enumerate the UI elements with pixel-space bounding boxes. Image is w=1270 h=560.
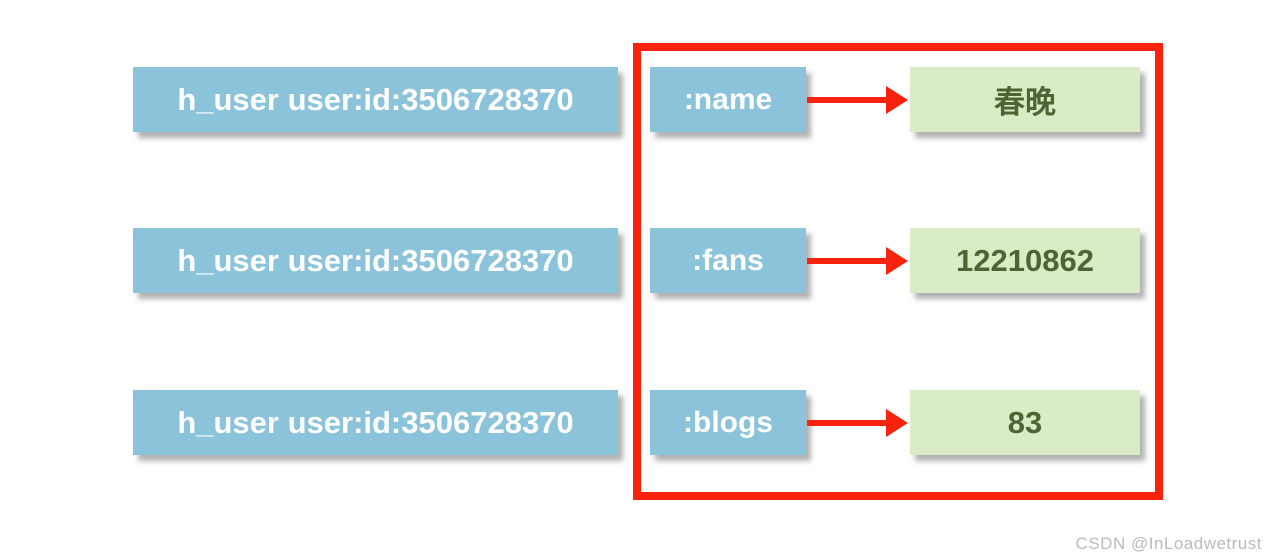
hash-row-fans: h_user user:id:3506728370 :fans 12210862 [0,228,1270,293]
key-label: h_user user:id:3506728370 [177,404,574,440]
field-label: :blogs [683,405,773,439]
key-label: h_user user:id:3506728370 [177,242,574,278]
highlight-frame [633,43,1163,500]
field-box: :name [650,67,806,132]
hash-row-blogs: h_user user:id:3506728370 :blogs 83 [0,390,1270,455]
key-box: h_user user:id:3506728370 [133,228,618,293]
arrow-head [886,85,908,114]
value-label: 12210862 [956,242,1094,278]
arrow-head [886,246,908,275]
value-box: 春晚 [910,67,1140,132]
field-label: :name [683,82,773,116]
key-box: h_user user:id:3506728370 [133,67,618,132]
arrow-right-icon [807,85,908,114]
field-box: :fans [650,228,806,293]
arrow-shaft [807,419,889,426]
hash-row-name: h_user user:id:3506728370 :name 春晚 [0,67,1270,132]
value-box: 83 [910,390,1140,455]
arrow-shaft [807,96,889,103]
watermark: CSDN @InLoadwetrust [1075,534,1262,553]
value-label: 春晚 [994,85,1056,120]
value-box: 12210862 [910,228,1140,293]
key-box: h_user user:id:3506728370 [133,390,618,455]
arrow-head [886,408,908,437]
field-label: :fans [692,243,764,277]
value-label: 83 [1007,404,1043,440]
arrow-right-icon [807,408,908,437]
field-box: :blogs [650,390,806,455]
arrow-shaft [807,257,889,264]
key-label: h_user user:id:3506728370 [177,81,574,117]
arrow-right-icon [807,246,908,275]
